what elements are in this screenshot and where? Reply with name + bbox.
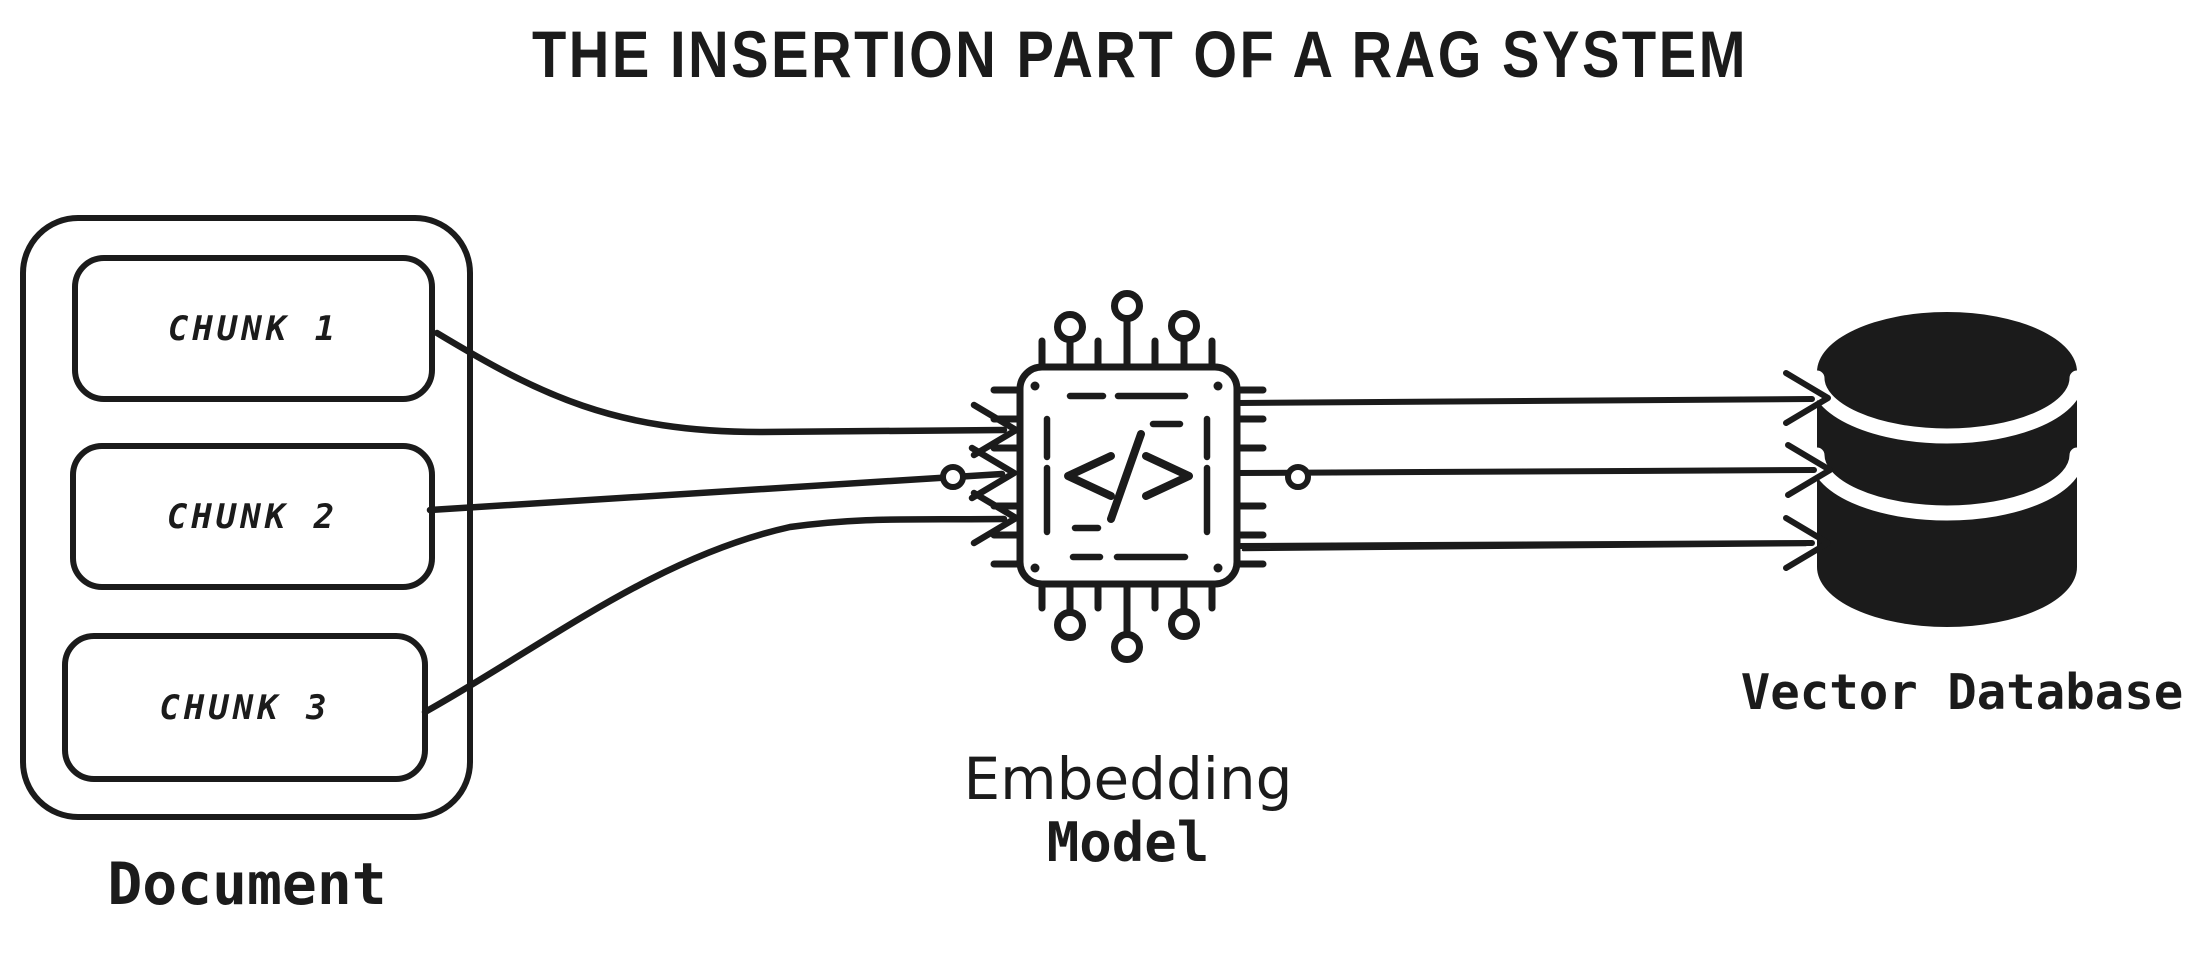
chunk-2-label: CHUNK 2: [166, 496, 339, 537]
arrowhead-icon: [1783, 370, 1831, 426]
chunk-3-label: CHUNK 3: [159, 687, 331, 728]
embedding-model-label-line1: Embedding: [963, 745, 1293, 813]
connector-chunk1-to-embedding: [433, 329, 1020, 459]
connector-chunk3-to-embedding: [421, 489, 1020, 716]
arrowhead-icon: [970, 401, 1020, 459]
page-title: THE INSERTION PART OF A RAG SYSTEM: [531, 17, 1749, 91]
database-body: [1817, 312, 2077, 627]
connector-dot: [940, 464, 966, 490]
database-divider: [1809, 447, 2085, 521]
arrowhead-icon: [1783, 515, 1831, 571]
connector-embedding-to-db-top: [1234, 370, 1831, 426]
chip-corner-dots: [1030, 381, 1223, 573]
vector-database-label: Vector Database: [1740, 664, 2184, 721]
embedding-model-label-line2: Model: [1046, 810, 1210, 874]
database-divider: [1809, 370, 2085, 444]
chunk-1-box: CHUNK 1: [72, 255, 435, 402]
connector-embedding-to-db-middle: [1234, 442, 1833, 498]
chunk-2-box: CHUNK 2: [70, 443, 435, 590]
connector-chunk2-to-embedding: [426, 444, 1018, 514]
chip-pins: [990, 290, 1267, 663]
embedding-model-label: Embedding Model: [928, 745, 1328, 874]
code-glyph-icon: [1064, 430, 1193, 523]
arrowhead-icon: [970, 489, 1020, 547]
connector-dot: [1285, 464, 1311, 490]
document-label: Document: [107, 850, 387, 918]
chunk-1-label: CHUNK 1: [167, 308, 340, 349]
chip-code-icon: [990, 290, 1267, 663]
chip-inner-dashes: [1043, 392, 1211, 561]
arrowhead-icon: [1785, 442, 1833, 498]
chunk-3-box: CHUNK 3: [62, 633, 428, 782]
database-cylinder-icon: [1809, 312, 2085, 627]
connector-embedding-to-db-bottom: [1234, 515, 1831, 571]
chip-body: [1016, 363, 1241, 588]
arrowhead-icon: [968, 444, 1018, 502]
